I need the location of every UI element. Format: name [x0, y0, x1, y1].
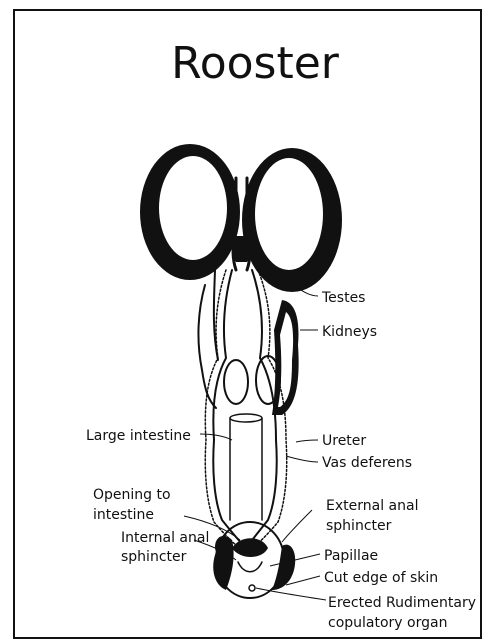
- label-opening-to-intestine-line1: Opening to: [93, 487, 171, 503]
- label-internal-anal-sphincter-line1: Internal anal: [121, 530, 209, 546]
- label-external-anal-sphincter-line2: sphincter: [326, 518, 392, 534]
- label-erected-organ-line1: Erected Rudimentary: [328, 595, 476, 611]
- label-ureter: Ureter: [322, 433, 366, 449]
- label-large-intestine: Large intestine: [86, 428, 191, 444]
- large-intestine: [230, 414, 262, 520]
- right-testis: [242, 148, 342, 292]
- label-testes: Testes: [321, 290, 365, 306]
- central-vessels: [232, 178, 251, 270]
- cloaca: [213, 522, 295, 598]
- label-vas-deferens: Vas deferens: [322, 455, 412, 471]
- left-testis: [140, 144, 240, 280]
- label-kidneys: Kidneys: [322, 324, 377, 340]
- label-opening-to-intestine-line2: intestine: [93, 507, 154, 523]
- label-external-anal-sphincter-line1: External anal: [326, 498, 418, 514]
- label-papillae: Papillae: [324, 548, 378, 564]
- left-ducts: [205, 270, 246, 552]
- label-cut-edge-of-skin: Cut edge of skin: [324, 570, 438, 586]
- label-erected-organ-line2: copulatory organ: [328, 615, 447, 631]
- diagram-title: Rooster: [171, 38, 340, 89]
- label-internal-anal-sphincter-line2: sphincter: [121, 549, 187, 565]
